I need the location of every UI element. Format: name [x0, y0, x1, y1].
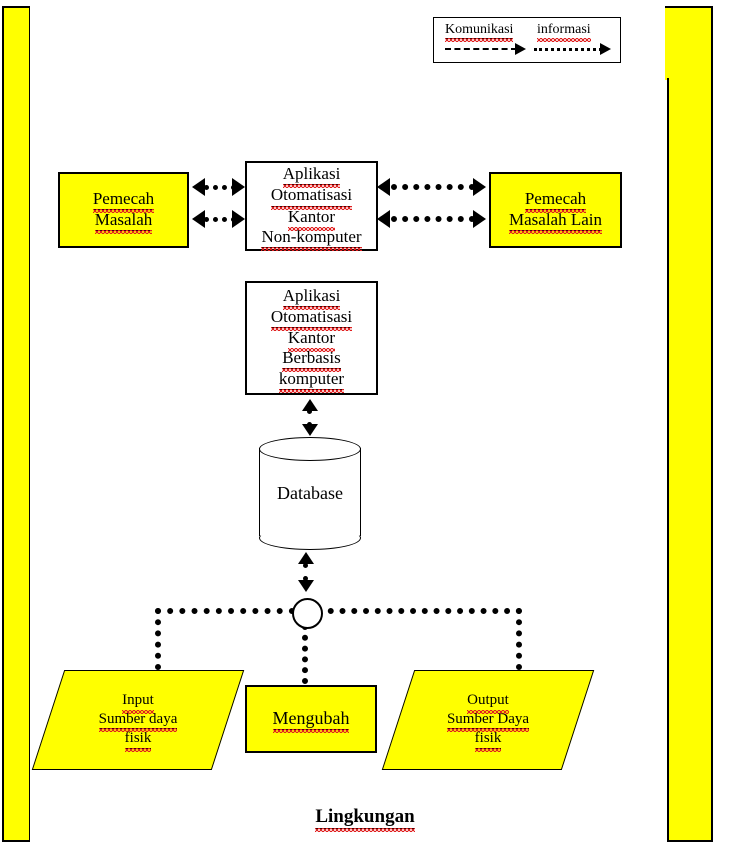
input-resource-label: Input Sumber daya fisik	[48, 670, 228, 770]
node-other-problem-solver[interactable]: Pemecah Masalah Lain	[489, 172, 622, 248]
node-input-resource[interactable]: Input Sumber daya fisik	[31, 670, 245, 770]
page-margin-bar-right-top	[665, 6, 713, 80]
junction-node	[292, 598, 323, 629]
database-cylinder-top	[259, 437, 361, 461]
page-margin-bar-right	[667, 78, 713, 842]
page-margin-bar-left	[2, 6, 30, 842]
database-label: Database	[277, 483, 343, 503]
node-non-computer-office-app[interactable]: Aplikasi Otomatisasi Kantor Non-komputer	[245, 161, 378, 251]
database-cylinder-body	[259, 448, 361, 536]
legend-information-label: informasi	[537, 22, 591, 42]
output-resource-label: Output Sumber Daya fisik	[398, 670, 578, 770]
node-output-resource[interactable]: Output Sumber Daya fisik	[381, 670, 595, 770]
node-problem-solver[interactable]: Pemecah Masalah	[58, 172, 189, 248]
node-database[interactable]: Database	[259, 437, 361, 550]
node-computer-office-app[interactable]: Aplikasi Otomatisasi Kantor Berbasis kom…	[245, 281, 378, 395]
node-transform[interactable]: Mengubah	[245, 685, 377, 753]
legend-box: Komunikasi informasi	[433, 17, 621, 63]
diagram-caption: Lingkungan	[315, 806, 415, 832]
legend-communication-label: Komunikasi	[445, 22, 514, 42]
